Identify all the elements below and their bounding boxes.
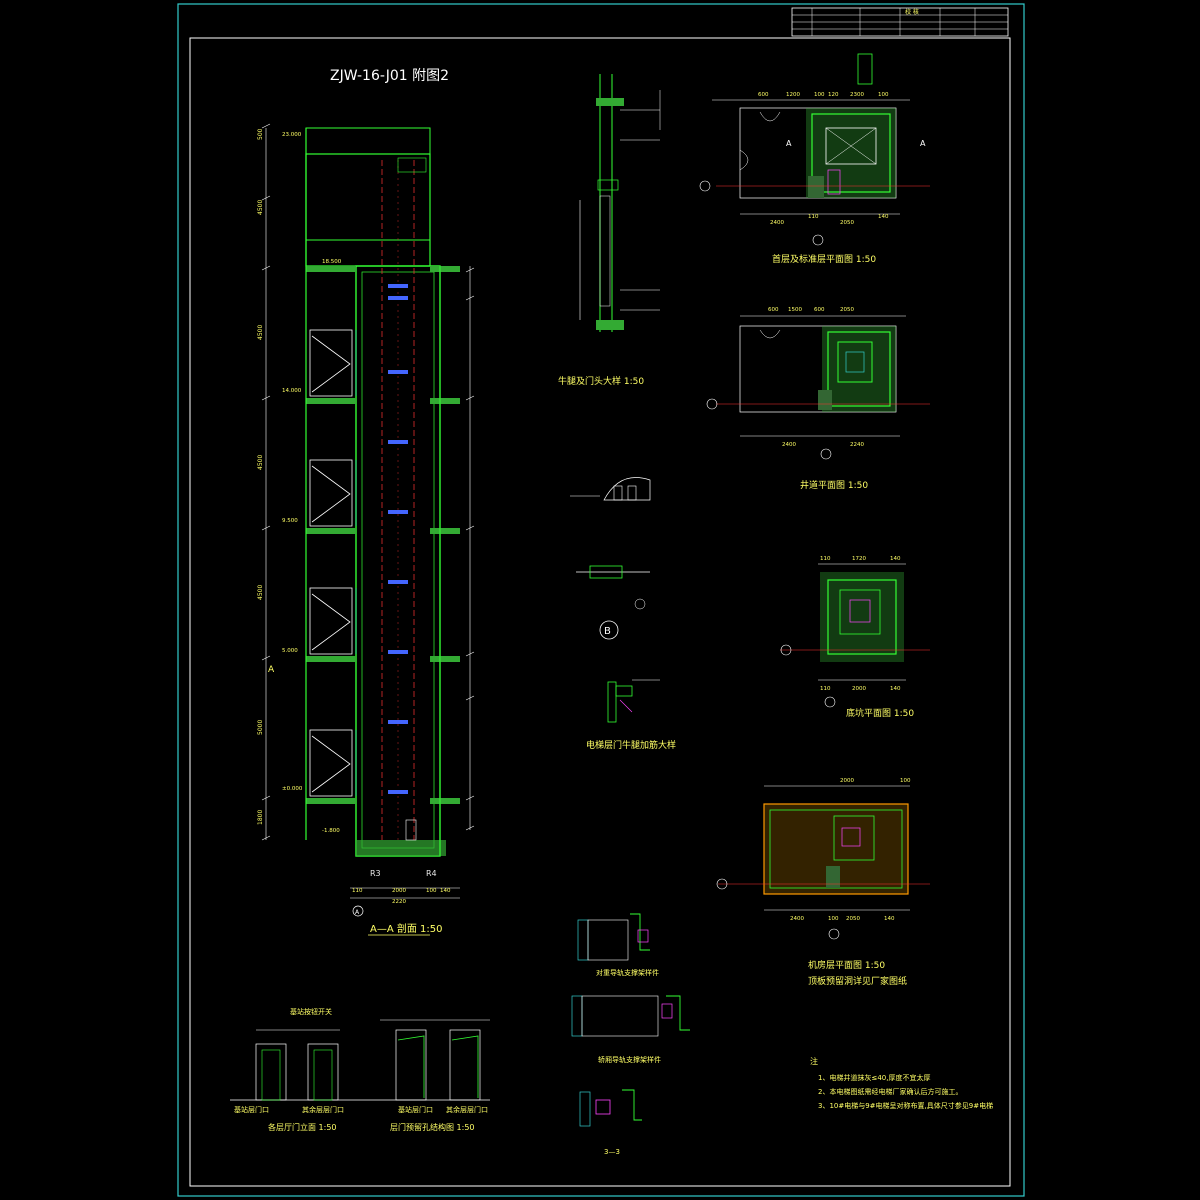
pit-top-2: 140 <box>890 556 901 562</box>
axis-r4-label: R4 <box>426 869 437 878</box>
sec-bot-dim2-0: 2220 <box>392 899 406 905</box>
bracket-details: 对重导轨支撑架样件 轿厢导轨支撑架样件 3—3 <box>571 913 690 1156</box>
elev-2: 14.000 <box>282 388 302 394</box>
note-1: 1、电梯井道抹灰≤40,厚度不宜太厚 <box>818 1073 930 1082</box>
section-3-label: 3—3 <box>604 1148 620 1156</box>
section-dim-left-0: 500 <box>257 128 264 140</box>
ff-bot-2: 2050 <box>840 220 854 226</box>
ff-top-4: 2300 <box>850 92 864 98</box>
elev-4: 5.000 <box>282 648 298 654</box>
base-station-label-2: 基站层门口 <box>398 1105 433 1114</box>
notes: 注 1、电梯井道抹灰≤40,厚度不宜太厚 2、本电梯图纸需经电梯厂家确认后方可施… <box>810 1056 993 1110</box>
base-station-label-1: 基站层门口 <box>234 1105 269 1114</box>
bracket-2-label: 轿厢导轨支撑架样件 <box>598 1055 661 1064</box>
drawing-code: ZJW-16-J01 附图2 <box>330 68 449 84</box>
notes-heading: 注 <box>810 1056 818 1066</box>
sec-bot-dim-3: 140 <box>440 888 451 894</box>
title-block: 校 核 <box>791 7 1009 37</box>
section-label: A—A 剖面 1:50 <box>370 922 443 935</box>
hw-top-2: 600 <box>814 307 825 313</box>
axis-bubble-a-text: A <box>355 909 360 916</box>
pit-bot-1: 2000 <box>852 686 866 692</box>
pit-plan: 110 1720 140 110 2000 140 底坑平面图 1:50 <box>780 556 930 719</box>
door-opening-label: 层门预留孔结构图 1:50 <box>390 1122 475 1132</box>
other-floor-label-2: 其余层层门口 <box>446 1105 488 1114</box>
section-dim-left-3: 4500 <box>257 455 264 470</box>
mr-bot-2: 2050 <box>846 916 860 922</box>
mr-top-1: 100 <box>900 778 911 784</box>
pit-bot-2: 140 <box>890 686 901 692</box>
section-dim-left-4: 4500 <box>257 585 264 600</box>
machine-room-note: 顶板预留洞详见厂家图纸 <box>808 975 907 987</box>
hw-bot-1: 2240 <box>850 442 864 448</box>
door-sill-label: 电梯层门牛腿加筋大样 <box>586 739 676 751</box>
hoistway-label: 井道平面图 1:50 <box>800 479 868 491</box>
elev-1: 18.500 <box>322 259 342 265</box>
b-marker: B <box>604 626 611 637</box>
ff-axis-a-left: A <box>786 139 792 148</box>
section-dim-left-6: 1800 <box>257 810 264 825</box>
ff-top-3: 120 <box>828 92 839 98</box>
pit-top-1: 1720 <box>852 556 866 562</box>
ff-bot-1: 110 <box>808 214 819 220</box>
ff-top-1: 1200 <box>786 92 800 98</box>
sec-bot-dim-1: 2000 <box>392 888 406 894</box>
pit-bot-0: 110 <box>820 686 831 692</box>
door-elevations: 基站按钮开关 基站层门口 其余层层门口 基站层门口 其余层层门口 各层厅门立面 … <box>230 1007 490 1132</box>
ff-top-0: 600 <box>758 92 769 98</box>
ff-top-2: 100 <box>814 92 825 98</box>
mr-bot-3: 140 <box>884 916 895 922</box>
machine-room-plan: 2000 100 2400 100 2050 140 机房层平面图 1:50 顶… <box>716 778 930 987</box>
first-floor-label: 首层及标准层平面图 1:50 <box>772 253 876 265</box>
other-floor-label-1: 其余层层门口 <box>302 1105 344 1114</box>
ff-axis-a-right: A <box>920 139 926 148</box>
machine-room-label: 机房层平面图 1:50 <box>808 959 885 971</box>
note-3: 3、10#电梯与9#电梯呈对称布置,具体尺寸参见9#电梯 <box>818 1101 993 1110</box>
mr-bot-0: 2400 <box>790 916 804 922</box>
section-dim-left-1: 4500 <box>257 200 264 215</box>
pit-top-0: 110 <box>820 556 831 562</box>
first-floor-plan: 600 1200 100 120 2300 100 2400 110 2050 … <box>699 53 930 265</box>
ff-top-5: 100 <box>878 92 889 98</box>
mr-top-0: 2000 <box>840 778 854 784</box>
hw-top-3: 2050 <box>840 307 854 313</box>
hw-top-1: 1500 <box>788 307 802 313</box>
mr-bot-1: 100 <box>828 916 839 922</box>
hw-bot-0: 2400 <box>782 442 796 448</box>
sec-bot-dim-0: 110 <box>352 888 363 894</box>
pit-label: 底坑平面图 1:50 <box>846 707 914 719</box>
axis-r3-label: R3 <box>370 869 381 878</box>
door-elevation-label: 各层厅门立面 1:50 <box>268 1122 337 1132</box>
sill-detail: 牛腿及门头大样 1:50 <box>558 74 661 387</box>
elev-6: -1.800 <box>322 828 340 834</box>
section-a-a: 500 4500 4500 4500 4500 5000 1800 23.000… <box>257 123 475 936</box>
sec-bot-dim-2: 100 <box>426 888 437 894</box>
arch-detail <box>570 477 651 501</box>
hw-top-0: 600 <box>768 307 779 313</box>
call-button-label: 基站按钮开关 <box>290 1007 332 1016</box>
note-2: 2、本电梯图纸需经电梯厂家确认后方可施工。 <box>818 1087 962 1096</box>
elev-3: 9.500 <box>282 518 298 524</box>
outer-frame <box>177 3 1025 1197</box>
elev-0: 23.000 <box>282 132 302 138</box>
elev-5: ±0.000 <box>282 786 303 792</box>
inner-frame <box>189 37 1011 1187</box>
axis-bubble-a <box>352 905 364 917</box>
title-block-label: 校 核 <box>905 8 919 16</box>
hoistway-plan: 600 1500 600 2050 2400 2240 井道平面图 1:50 <box>706 307 930 491</box>
bracket-1-label: 对重导轨支撑架样件 <box>596 968 659 977</box>
section-dim-left-5: 5000 <box>257 720 264 735</box>
sill-detail-label: 牛腿及门头大样 1:50 <box>558 375 644 387</box>
ff-bot-0: 2400 <box>770 220 784 226</box>
section-dim-left-2: 4500 <box>257 325 264 340</box>
door-sill-detail: 电梯层门牛腿加筋大样 <box>586 679 676 751</box>
b-detail: B <box>576 565 650 640</box>
axis-a-label: A <box>268 665 275 675</box>
ff-bot-3: 140 <box>878 214 889 220</box>
